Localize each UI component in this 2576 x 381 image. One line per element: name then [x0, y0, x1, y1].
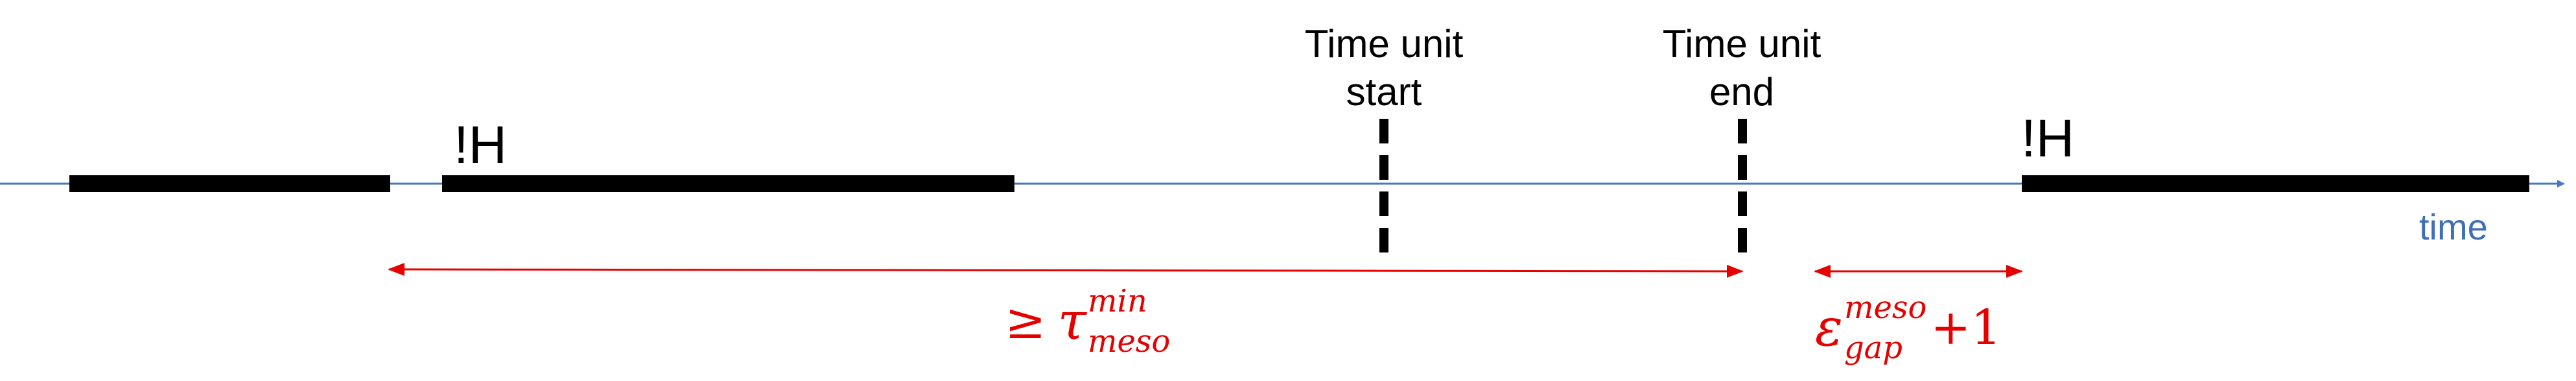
epsilon-superscript: meso [1844, 289, 1927, 326]
epsilon-scripts: meso gap [1844, 291, 1926, 366]
time-unit-end-line2: end [1709, 70, 1775, 114]
epsilon-plus-one: +1 [1930, 300, 2002, 356]
tau-min-meso-annotation: ≥ τ min meso [1005, 284, 1170, 358]
epsilon-gap-meso-annotation: ε meso gap +1 [1815, 291, 2002, 366]
time-unit-start-line2: start [1346, 70, 1422, 114]
tau-symbol: τ [1057, 291, 1086, 351]
time-unit-end-line1: Time unit [1662, 22, 1821, 66]
timeline-segment-2 [442, 175, 1014, 192]
time-unit-end-label: Time unit end [1645, 25, 1839, 112]
tau-superscript: min [1087, 282, 1147, 319]
time-axis-label: time [2419, 206, 2488, 247]
tau-scripts: min meso [1088, 284, 1170, 358]
not-h-label-right: !H [2021, 109, 2074, 168]
epsilon-symbol: ε [1815, 297, 1843, 358]
timeline-segment-1 [69, 175, 390, 192]
timeline-segment-3 [2022, 175, 2529, 192]
time-unit-start-label: Time unit start [1287, 25, 1481, 112]
tau-subscript: meso [1087, 323, 1171, 360]
not-h-label-left: !H [454, 116, 507, 175]
greater-equal-symbol: ≥ [1005, 292, 1046, 350]
tau-interval-arrow [388, 263, 1744, 278]
time-unit-start-line1: Time unit [1304, 22, 1464, 66]
epsilon-subscript: gap [1844, 330, 1903, 366]
